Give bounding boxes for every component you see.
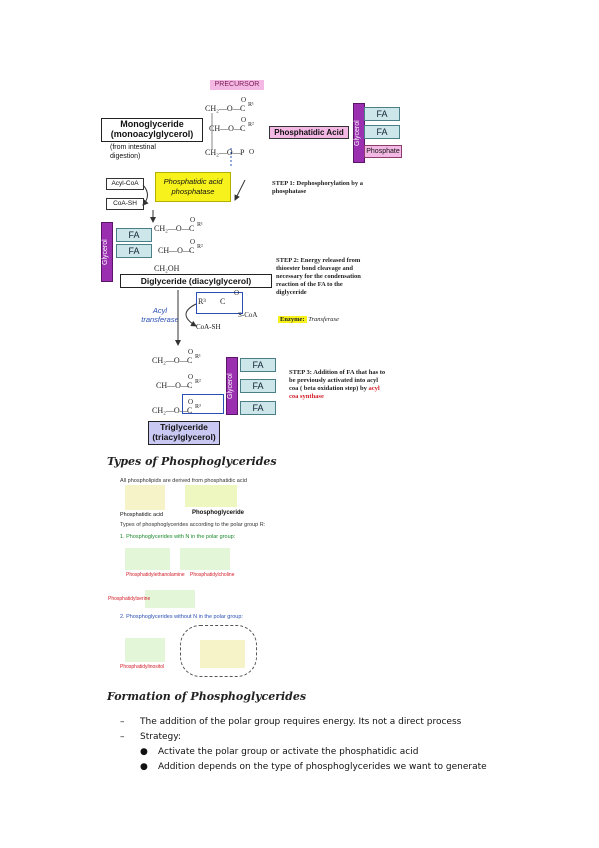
phosphatase-label: Phosphatidic acid phosphatase <box>155 172 231 202</box>
acyl-coa-structure: R³ C O S-CoA <box>198 289 258 319</box>
fa-box-top-2: FA <box>364 125 400 139</box>
section-title-formation: Formation of Phosphoglycerides <box>107 690 307 703</box>
dash-item-2: –Strategy: <box>120 732 181 742</box>
pa-caption: Phosphatidic acid <box>120 512 164 518</box>
pi-caption: Phosphatidylinositol <box>120 664 165 670</box>
acyl-coa-structure-box <box>196 292 243 314</box>
pe-structure-box <box>125 548 170 570</box>
phosphatidic-acid-label: Phosphatidic Acid <box>269 126 349 139</box>
precursor-label: PRECURSOR <box>210 80 264 90</box>
fa-box-mid-1: FA <box>116 228 152 242</box>
pg-structure-box <box>185 485 237 507</box>
fa-box-bot-3: FA <box>240 401 276 415</box>
triglyceride-label: Triglyceride (triacylglycerol) <box>148 421 220 445</box>
coa-sh-product: CoA-SH <box>196 323 221 331</box>
fa-box-top-1: FA <box>364 107 400 121</box>
acyl-transferase-label: Acyl transferase <box>141 306 179 324</box>
precursor-structure: CH₂—O— O C R¹ CH—O— O C R² CH₂—O— P O <box>205 96 255 157</box>
bullet-item-2: ●Addition depends on the type of phospho… <box>140 762 487 772</box>
types-item-2: 2. Phosphoglycerides without N in the po… <box>120 614 243 620</box>
dash-item-1: –The addition of the polar group require… <box>120 717 462 727</box>
r3-highlight-box <box>182 394 224 414</box>
acyl-coa-label: Acyl-CoA <box>106 178 144 190</box>
section-title-types: Types of Phosphoglycerides <box>107 455 277 468</box>
diagram-arrows <box>142 113 246 346</box>
ps-caption: Phosphatidylserine <box>108 596 151 602</box>
pc-caption: Phosphatidylcholine <box>190 572 235 578</box>
types-note: Types of phosphoglycerides according to … <box>120 522 266 528</box>
monoglyceride-label: Monoglyceride (monoacylglycerol) <box>101 118 203 142</box>
dashed-callout <box>180 625 257 677</box>
fa-box-mid-2: FA <box>116 244 152 258</box>
step1-text: STEP 1: Dephosphorylation by a phosphata… <box>272 180 364 195</box>
diglyceride-structure: CH₂—O— O C R¹ CH—O— O C R² CH₂OH <box>154 216 203 273</box>
enzyme-line: Enzyme: Transferase <box>278 316 339 323</box>
callout-struct-box <box>200 640 245 668</box>
intestinal-note: (from intestinal digestion) <box>110 144 156 160</box>
types-item-1: 1. Phosphoglycerides with N in the polar… <box>120 534 236 540</box>
ps-structure-box <box>145 590 195 608</box>
types-subline: All phospholipids are derived from phosp… <box>120 478 247 484</box>
fa-box-bot-2: FA <box>240 379 276 393</box>
pa-structure-box <box>125 485 165 510</box>
diglyceride-label: Diglyceride (diacylglycerol) <box>120 274 272 288</box>
triglyceride-structure: CH₂—O— O C R¹ CH—O— O C R² CH₂—O— O C R³ <box>152 348 201 415</box>
pg-caption: Phosphoglyceride <box>192 510 245 516</box>
pe-caption: Phosphatidylethanolamine <box>126 572 185 578</box>
pi-structure-box <box>125 638 165 662</box>
bullet-item-1: ●Activate the polar group or activate th… <box>140 747 419 757</box>
pc-structure-box <box>180 548 230 570</box>
phosphate-box: Phosphate <box>364 145 402 158</box>
step2-text: STEP 2: Energy released from thioester b… <box>276 257 361 296</box>
fa-box-bot-1: FA <box>240 358 276 372</box>
step3-text: STEP 3: Addition of FA that has to be pr… <box>289 369 386 400</box>
